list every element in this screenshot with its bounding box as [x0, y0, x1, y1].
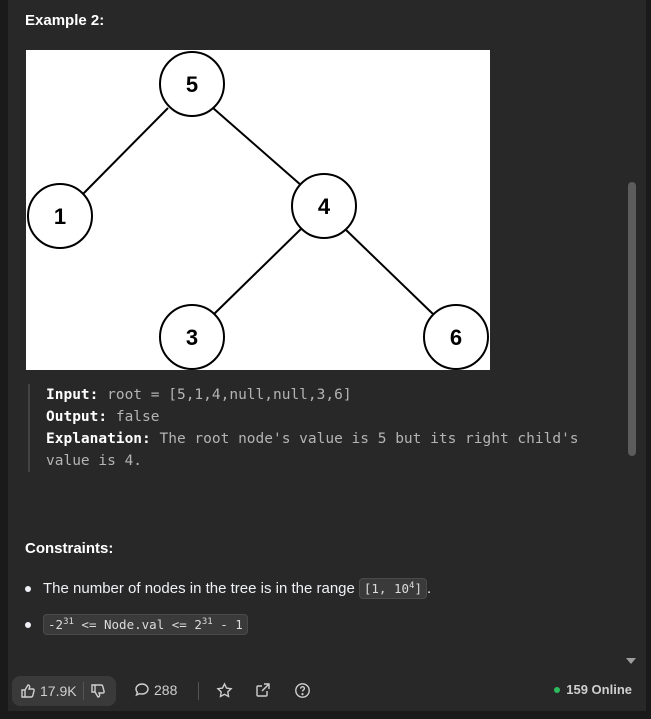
share-button[interactable]: [255, 682, 271, 698]
node-6-label: 6: [450, 325, 462, 350]
comment-icon: [134, 682, 150, 698]
favorite-button[interactable]: [216, 682, 233, 699]
example-io-block: Input: root = [5,1,4,null,null,3,6] Outp…: [28, 384, 646, 472]
bullet: [25, 585, 31, 592]
share-icon: [255, 682, 271, 698]
node-5: [159, 51, 225, 117]
thumbs-up-icon: [20, 683, 36, 699]
divider: [82, 682, 84, 700]
description-panel: Example 2: 5 1 4 3 6: [8, 0, 646, 711]
example-title: Example 2:: [25, 12, 105, 29]
like-count: 17.9K: [40, 683, 77, 699]
constraint-item: The number of nodes in the tree is in th…: [25, 578, 431, 600]
node-3: [159, 304, 225, 370]
edge-5-4: [212, 107, 303, 187]
scrollbar-thumb[interactable]: [628, 182, 636, 456]
output-label: Output:: [46, 409, 108, 425]
tree-diagram: 5 1 4 3 6: [26, 50, 490, 370]
node-4: [291, 173, 357, 239]
node-1-label: 1: [54, 204, 66, 229]
node-6: [423, 304, 489, 370]
edge-4-3: [211, 227, 303, 317]
node-5-label: 5: [186, 72, 198, 97]
comments-button[interactable]: 288: [134, 682, 177, 698]
divider: [198, 682, 199, 700]
bullet: [25, 621, 31, 628]
help-icon: [294, 682, 311, 699]
explanation-label: Explanation:: [46, 431, 151, 447]
help-button[interactable]: [294, 682, 311, 699]
output-value: false: [107, 409, 160, 425]
vote-pill: 17.9K: [12, 676, 116, 706]
constraint-text: The number of nodes in the tree is in th…: [43, 580, 355, 598]
constraint-code: -231 <= Node.val <= 231 - 1: [43, 614, 248, 636]
constraint-item: -231 <= Node.val <= 231 - 1: [25, 614, 248, 636]
star-icon: [216, 682, 233, 699]
explanation-text-cont: value is 4.: [46, 453, 143, 469]
node-3-label: 3: [186, 325, 198, 350]
node-4-label: 4: [318, 194, 331, 219]
explanation-text: The root node's value is 5 but its right…: [150, 431, 579, 447]
edge-4-6: [343, 227, 435, 316]
comment-count: 288: [154, 682, 178, 698]
input-label: Input:: [46, 387, 99, 403]
constraint-code: [1, 104]: [358, 578, 427, 600]
node-1: [27, 183, 93, 249]
edge-5-1: [80, 107, 169, 197]
bottom-action-bar: 17.9K 288: [8, 670, 646, 711]
online-dot: [554, 686, 561, 693]
constraints-title: Constraints:: [25, 540, 114, 557]
like-button[interactable]: 17.9K: [12, 683, 77, 699]
thumbs-down-icon[interactable]: [90, 683, 106, 699]
online-indicator: 159 Online: [554, 682, 632, 697]
scroll-down-arrow-icon[interactable]: [626, 658, 636, 664]
input-value: root = [5,1,4,null,null,3,6]: [98, 387, 352, 403]
online-count: 159 Online: [566, 682, 632, 697]
